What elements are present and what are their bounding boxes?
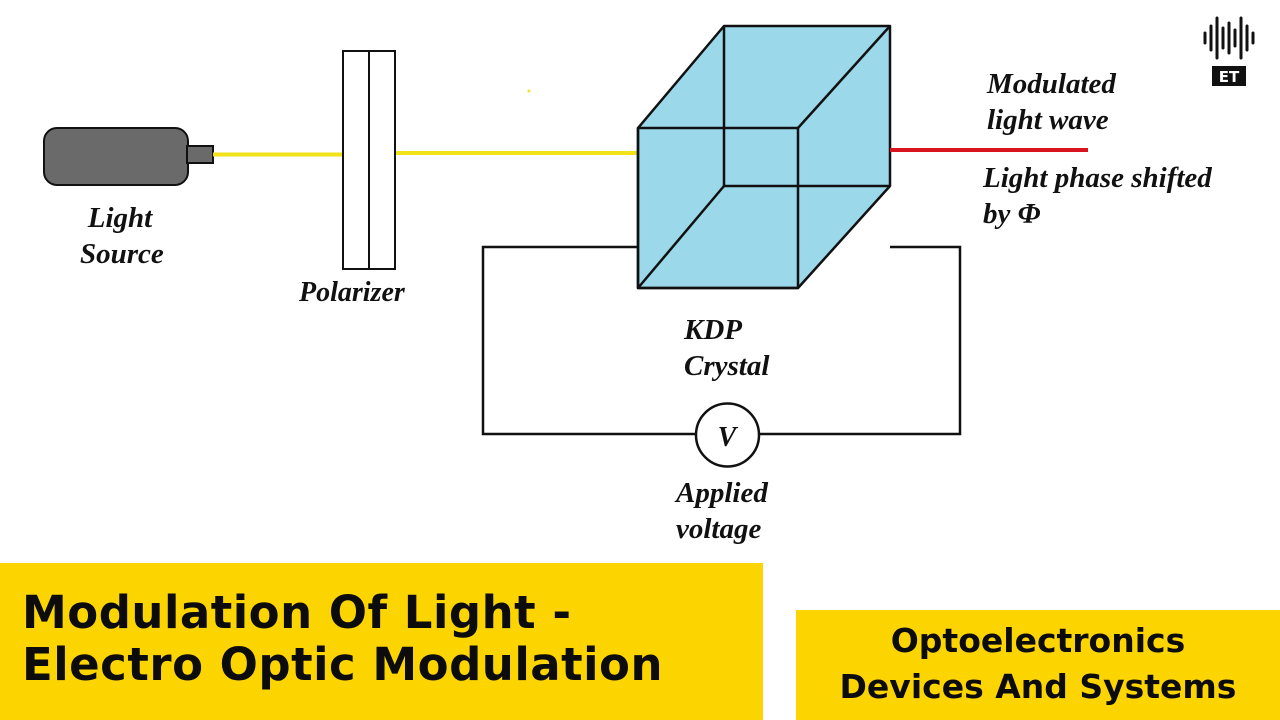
phase-shift-label: Light phase shifted by Φ [983, 162, 1212, 230]
voltmeter-symbol: V [718, 422, 739, 453]
subject-line-1: Optoelectronics [890, 621, 1186, 660]
stray-dot [527, 89, 531, 93]
voltmeter: V [694, 402, 761, 468]
video-title-banner: Modulation Of Light - Electro Optic Modu… [0, 563, 763, 720]
logo-text: ET [1219, 68, 1240, 86]
kdp-crystal [636, 24, 892, 290]
polarizer [342, 50, 396, 270]
title-line-1: Modulation Of Light - [22, 586, 572, 639]
applied-voltage-label: Applied voltage [676, 477, 768, 545]
light-source-label: Light Source [80, 202, 164, 270]
sound-wave-icon: ET [1203, 16, 1255, 86]
channel-logo: ET [1198, 14, 1260, 90]
title-line-2: Electro Optic Modulation [22, 638, 664, 691]
circuit-wire [481, 245, 962, 436]
modulated-light-wave-label: Modulated light wave [987, 68, 1116, 136]
light-source [43, 127, 214, 186]
subject-banner: Optoelectronics Devices And Systems [796, 610, 1280, 720]
subject-line-2: Devices And Systems [839, 667, 1237, 706]
polarizer-label: Polarizer [299, 277, 405, 308]
kdp-crystal-label: KDP Crystal [684, 314, 770, 382]
